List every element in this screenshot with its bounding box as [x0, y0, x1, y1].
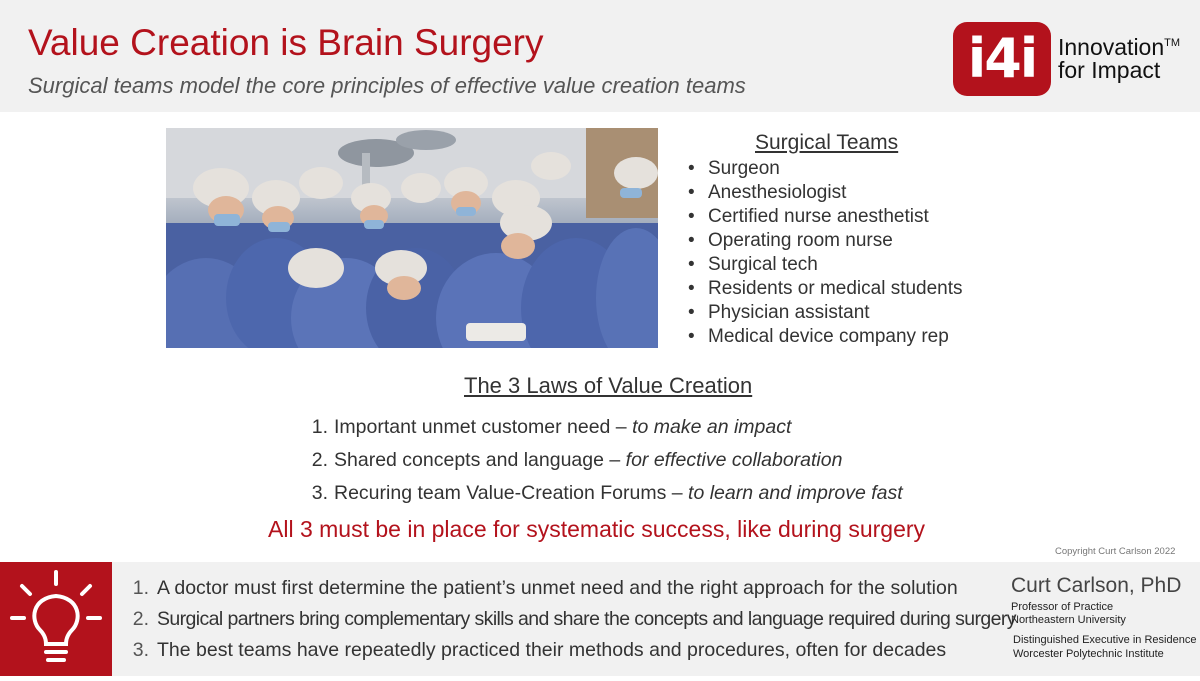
member-item: Physician assistant [688, 301, 963, 325]
footer-band [0, 562, 1200, 676]
member-item: Residents or medical students [688, 277, 963, 301]
laws-conclusion: All 3 must be in place for systematic su… [268, 516, 926, 542]
author-role-2: Distinguished Executive in Residence [1013, 634, 1197, 646]
lightbulb-icon [10, 570, 102, 662]
member-item: Medical device company rep [688, 325, 963, 349]
author-name: Curt Carlson, PhD [1011, 574, 1182, 597]
law-text: Important unmet customer need – [334, 416, 627, 438]
takeaway-number: 3. [132, 639, 149, 661]
member-item: Certified nurse anesthetist [688, 205, 963, 229]
law-number: 3. [311, 482, 328, 504]
author-org-2: Worcester Polytechnic Institute [1013, 648, 1164, 660]
slide-subtitle: Surgical teams model the core principles… [28, 73, 746, 98]
law-purpose: to make an impact [632, 416, 792, 438]
logo-line-1: Innovation [1058, 34, 1165, 60]
member-item: Surgeon [688, 157, 963, 181]
takeaway-text: The best teams have repeatedly practiced… [157, 639, 947, 661]
laws-heading: The 3 Laws of Value Creation [464, 373, 753, 398]
surgical-team-photo [166, 128, 658, 348]
surgical-teams-heading: Surgical Teams [755, 131, 899, 154]
member-item: Surgical tech [688, 253, 963, 277]
copyright-notice: Copyright Curt Carlson 2022 [1055, 546, 1176, 557]
law-item: 1. Important unmet customer need – to mak… [306, 411, 903, 444]
i4i-logo: i4i [953, 22, 1051, 96]
slide-title: Value Creation is Brain Surgery [28, 22, 544, 63]
trademark-symbol: TM [1164, 37, 1181, 49]
takeaway-item: 1. A doctor must first determine the pati… [131, 573, 1016, 604]
takeaway-item: 2. Surgical partners bring complementary … [131, 604, 1017, 635]
footer-takeaways: 1. A doctor must first determine the pati… [131, 573, 1017, 666]
surgical-team-illustration [166, 128, 658, 348]
logo-line-2: for Impact [1058, 57, 1161, 83]
member-item: Anesthesiologist [688, 181, 963, 205]
takeaway-number: 1. [132, 577, 149, 599]
member-item: Operating room nurse [688, 229, 963, 253]
author-role-1: Professor of Practice [1011, 601, 1114, 613]
law-text: Shared concepts and language – [334, 449, 621, 471]
law-text: Recuring team Value-Creation Forums – [334, 482, 683, 504]
law-purpose: to learn and improve fast [688, 482, 903, 504]
law-item: 3.Recuring team Value-Creation Forums – … [306, 477, 903, 510]
law-number: 1. [311, 416, 328, 438]
author-org-1: Northeastern University [1011, 614, 1126, 626]
takeaway-item: 3. The best teams have repeatedly practic… [131, 635, 1016, 666]
takeaway-number: 2. [132, 608, 149, 630]
law-item: 2. Shared concepts and language – for eff… [306, 444, 903, 477]
takeaway-text: Surgical partners bring complementary sk… [157, 608, 1017, 630]
laws-list: 1. Important unmet customer need – to mak… [306, 411, 903, 510]
surgical-team-members: Surgeon Anesthesiologist Certified nurse… [688, 157, 963, 349]
takeaway-text: A doctor must first determine the patien… [157, 577, 958, 599]
lightbulb-icon-box [0, 562, 112, 676]
logo-wordmark: InnovationTM for Impact [1058, 36, 1180, 82]
law-purpose: for effective collaboration [625, 449, 843, 471]
law-number: 2. [311, 449, 328, 471]
